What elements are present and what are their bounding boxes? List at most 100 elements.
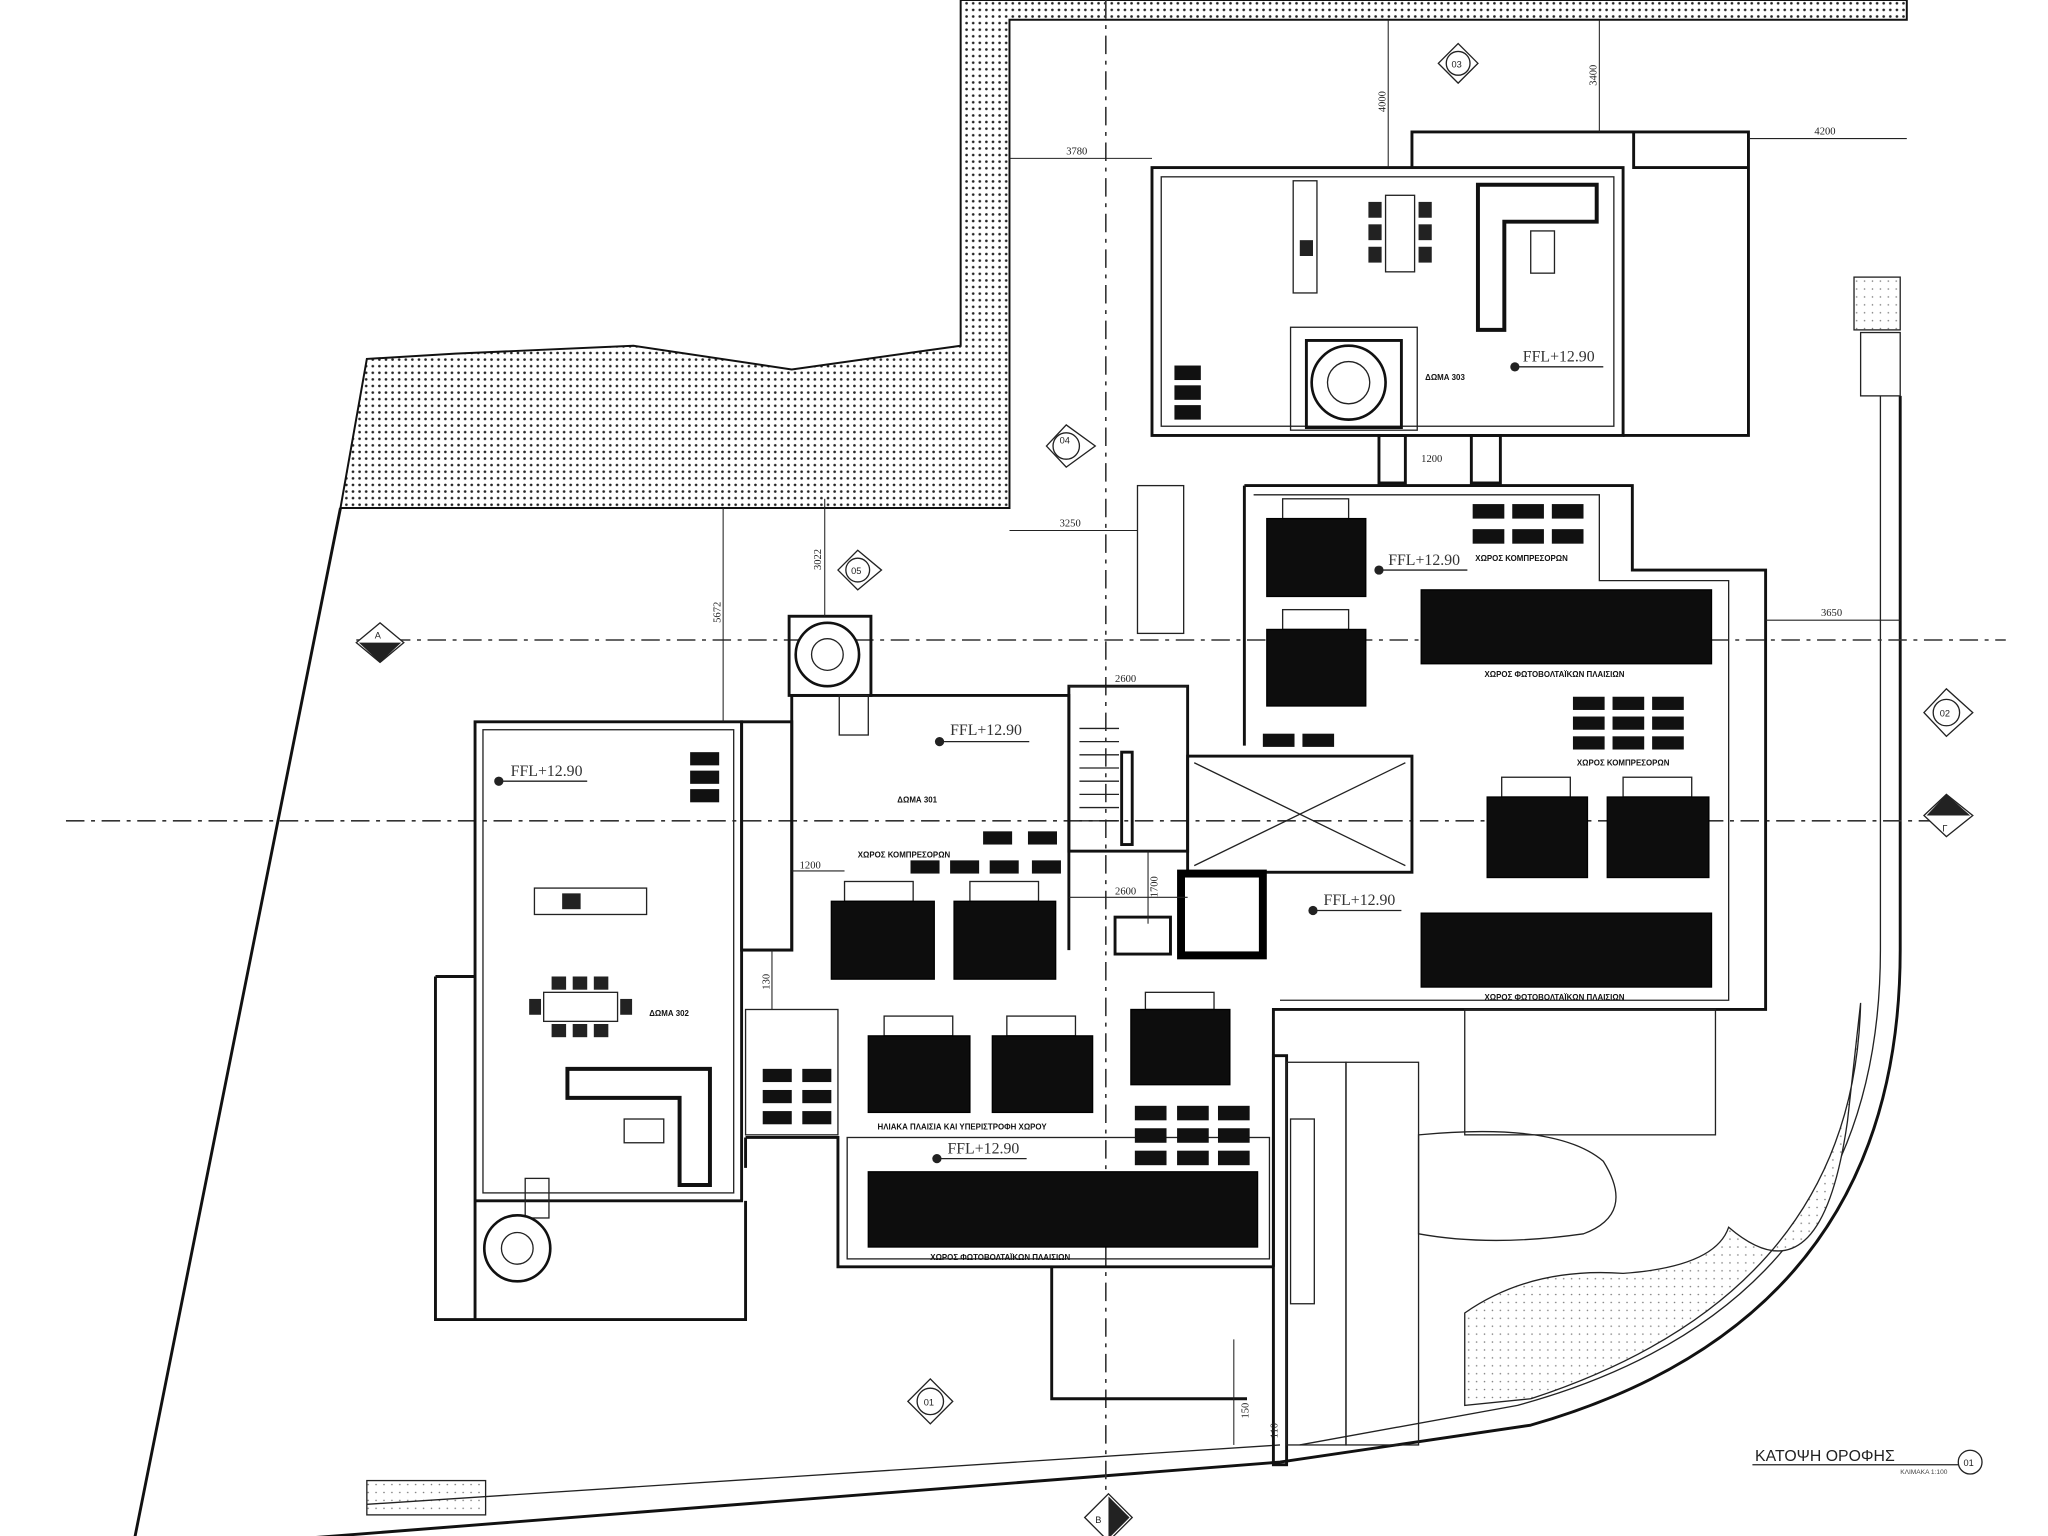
top-right-roof-outline — [1410, 130, 1750, 437]
stair-treads — [1079, 727, 1134, 846]
section-marker-04: 04 — [1045, 424, 1097, 469]
section-marker-05: 05 — [837, 549, 883, 591]
svg-text:04: 04 — [1060, 435, 1070, 445]
dining-table-left — [529, 976, 633, 1038]
svg-text:B: B — [1095, 1515, 1101, 1525]
pool-shape — [1417, 1130, 1617, 1242]
building-bottom-center — [744, 1136, 1274, 1401]
svg-text:03: 03 — [1452, 59, 1462, 69]
sofa-left — [565, 1066, 712, 1187]
section-marker-01: 01 — [906, 1378, 954, 1425]
building-middle-right — [1242, 484, 1768, 1267]
right-planter — [1853, 276, 1901, 331]
pv-panel-array — [867, 1171, 1259, 1248]
entrance-wall-strip — [1271, 1054, 1289, 1467]
svg-text:FFL+12.90: FFL+12.90 — [1388, 552, 1460, 569]
svg-text:FFL+12.90: FFL+12.90 — [1523, 349, 1595, 366]
svg-text:FFL+12.90: FFL+12.90 — [511, 763, 583, 780]
drawing-sheet-marker: 01 — [1964, 1458, 1974, 1468]
dimension-lines — [722, 19, 1907, 1445]
dimension-3250: 3250 — [1060, 519, 1081, 530]
bottom-center-inner — [846, 1136, 1271, 1260]
connector-wall-left — [1377, 434, 1407, 485]
level-marker-3: FFL+12.90 — [934, 722, 1030, 747]
stair-spiral-left — [482, 1177, 552, 1283]
building-middle-right-inner — [1253, 494, 1730, 1001]
room-label-compressors: ΧΩΡΟΣ ΚΟΜΠΡΕΣΟΡΩΝ — [858, 851, 951, 860]
svg-text:FFL+12.90: FFL+12.90 — [950, 722, 1022, 739]
room-label-roof-301: ΔΩΜΑ 301 — [897, 795, 937, 804]
room-label-pv: ΧΩΡΟΣ ΦΩΤΟΒΟΛΤΑΪΚΩΝ ΠΛΑΙΣΙΩΝ — [1485, 993, 1625, 1002]
building-top-right-inner — [1160, 176, 1615, 427]
room-label-pv: ΧΩΡΟΣ ΦΩΤΟΒΟΛΤΑΪΚΩΝ ΠΛΑΙΣΙΩΝ — [1485, 670, 1625, 679]
dimension-3022: 3022 — [813, 549, 824, 570]
level-marker-4: FFL+12.90 — [494, 763, 588, 786]
dimension-130: 130 — [761, 974, 772, 990]
dimension-3400: 3400 — [1589, 65, 1600, 86]
dimension-2600-top: 2600 — [1115, 674, 1136, 685]
section-marker-b: B — [1083, 1492, 1134, 1536]
building-left — [434, 720, 748, 1322]
level-marker-1: FFL+12.90 — [1510, 349, 1604, 372]
svg-text:02: 02 — [1940, 709, 1950, 719]
dimension-4200: 4200 — [1814, 127, 1835, 138]
entrance-canopy — [1285, 1061, 1347, 1446]
compressor-units-group — [762, 504, 1684, 1166]
section-marker-g: Γ — [1922, 793, 1974, 838]
connector-wall-right — [1469, 434, 1502, 485]
level-marker-2: FFL+12.90 — [1374, 552, 1468, 575]
dining-table-top — [1368, 194, 1432, 273]
shaft-void-cross — [1193, 762, 1406, 867]
building-top-right — [1150, 166, 1625, 437]
compressor-units-left — [690, 752, 720, 803]
room-label-compressors: ΧΩΡΟΣ ΚΟΜΠΡΕΣΟΡΩΝ — [1577, 758, 1670, 767]
section-marker-03: 03 — [1437, 42, 1479, 85]
site-boundary — [133, 395, 1902, 1536]
drawing-title: ΚΑΤΟΨΗ ΟΡΟΦΗΣ — [1755, 1448, 1895, 1465]
pergola-area — [744, 1008, 839, 1136]
coffee-table-left — [623, 1118, 665, 1144]
svg-text:Γ: Γ — [1942, 823, 1947, 833]
stair-spiral-top — [1289, 326, 1418, 431]
dimension-4000: 4000 — [1378, 91, 1389, 112]
sink — [1299, 240, 1313, 256]
curved-paved-area — [1464, 1002, 1862, 1407]
solar-collector-group — [830, 498, 1710, 1114]
lift-box-small — [1113, 915, 1172, 956]
entrance-bench — [1289, 1118, 1315, 1305]
drawing-scale: ΚΛΙΜΑΚΑ 1:100 — [1900, 1469, 1948, 1476]
room-label-pv: ΧΩΡΟΣ ΦΩΤΟΒΟΛΤΑΪΚΩΝ ΠΛΑΙΣΙΩΝ — [930, 1253, 1070, 1262]
dimension-3650: 3650 — [1821, 608, 1842, 619]
svg-text:01: 01 — [924, 1397, 934, 1407]
dimension-1200-top: 1200 — [1421, 454, 1442, 465]
svg-text:FFL+12.90: FFL+12.90 — [1324, 892, 1396, 909]
west-wing-column — [1136, 484, 1185, 635]
pv-panel-array — [1420, 912, 1713, 988]
room-label-roof-302: ΔΩΜΑ 302 — [649, 1009, 689, 1018]
room-label-roof-303: ΔΩΜΑ 303 — [1425, 373, 1465, 382]
left-wall-return — [740, 720, 794, 952]
lift-core — [1177, 869, 1267, 960]
dimension-1200-center: 1200 — [800, 860, 821, 871]
hatched-landscape-area — [339, 0, 1908, 510]
garden-box — [1464, 1008, 1717, 1136]
dimension-150: 150 — [1240, 1403, 1251, 1419]
dimension-2600-bottom: 2600 — [1115, 887, 1136, 898]
pv-panel-array — [1420, 589, 1713, 665]
cooktop — [562, 893, 581, 910]
drawing-title-block: ΚΑΤΟΨΗ ΟΡΟΦΗΣ ΚΛΙΜΑΚΑ 1:100 01 — [1752, 1448, 1983, 1476]
dimension-3780: 3780 — [1066, 146, 1087, 157]
kitchen-island-left — [533, 887, 648, 916]
right-column — [1859, 331, 1901, 397]
dimension-5672: 5672 — [712, 602, 723, 623]
entrance-canopy-2 — [1345, 1061, 1420, 1446]
section-marker-a: A — [355, 621, 405, 664]
dimension-1700: 1700 — [1149, 876, 1160, 897]
dimension-110: 110 — [1269, 1423, 1280, 1438]
coffee-table-top — [1530, 230, 1556, 274]
level-marker-5: FFL+12.90 — [1308, 892, 1402, 916]
kitchen-counter — [1292, 180, 1318, 294]
svg-text:05: 05 — [851, 566, 861, 576]
section-marker-02: 02 — [1923, 687, 1974, 738]
